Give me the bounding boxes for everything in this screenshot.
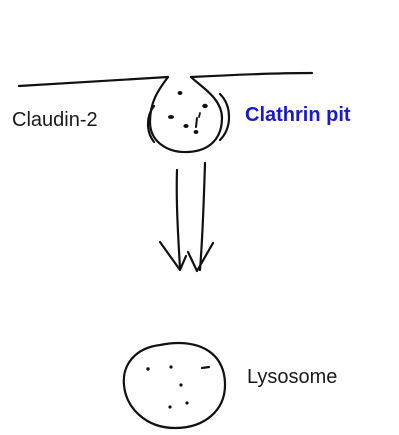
pit-cargo-dot bbox=[183, 124, 188, 128]
lysosome-cargo-dot bbox=[202, 367, 209, 368]
lysosome-cargo-dot bbox=[179, 383, 182, 386]
pit-cargo-dot bbox=[194, 130, 199, 134]
arrow-shaft-left bbox=[177, 170, 180, 268]
lysosome-cargo-dot bbox=[169, 365, 172, 368]
lysosome-cargo-dot bbox=[168, 405, 171, 408]
arrow-head-left bbox=[160, 242, 186, 270]
pit-cargo-dot bbox=[178, 91, 183, 95]
membrane-left-line bbox=[19, 77, 168, 86]
pit-cargo-dot bbox=[196, 118, 197, 127]
lysosome-cargo-dot bbox=[185, 401, 188, 404]
membrane-right-line bbox=[191, 73, 312, 77]
lysosome-cargo-dot bbox=[146, 367, 149, 370]
lysosome-cargo-dots bbox=[146, 365, 188, 408]
lysosome-label: Lysosome bbox=[247, 367, 337, 387]
arrow-shaft-right bbox=[200, 163, 205, 270]
pit-cargo-dots bbox=[168, 91, 208, 134]
lysosome-outline bbox=[124, 343, 225, 428]
pit-cargo-dot bbox=[199, 113, 200, 117]
clathrin-pit-label: Clathrin pit bbox=[245, 105, 351, 125]
clathrin-pit-outline bbox=[150, 77, 222, 152]
pit-cargo-dot bbox=[168, 115, 174, 119]
claudin-2-label: Claudin-2 bbox=[12, 110, 98, 130]
pit-cargo-dot bbox=[202, 104, 208, 108]
